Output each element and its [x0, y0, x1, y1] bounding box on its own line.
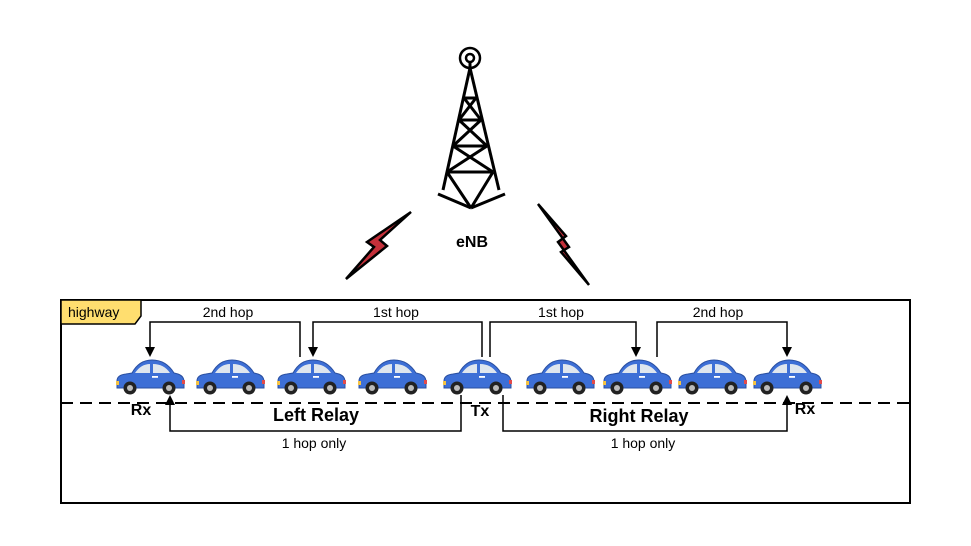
car — [525, 359, 596, 395]
car-rx-right — [752, 359, 823, 395]
hop-label: 1st hop — [538, 304, 584, 320]
direct-arrow-left — [165, 395, 462, 432]
car-rx-left — [115, 359, 186, 395]
direct-arrow-right — [502, 395, 792, 432]
car — [195, 359, 266, 395]
left-relay-label: Left Relay — [273, 405, 359, 425]
hop-arrow-right-2nd — [656, 321, 792, 357]
highway-frame — [60, 299, 911, 504]
right-relay-label: Right Relay — [589, 406, 688, 426]
car-right-relay-1 — [602, 359, 673, 395]
direct-label-right: 1 hop only — [611, 435, 676, 451]
hop-label: 2nd hop — [693, 304, 744, 320]
car — [357, 359, 428, 395]
hop-label: 1st hop — [373, 304, 419, 320]
car-tx — [442, 359, 513, 395]
hop-arrow-right-1st — [489, 321, 641, 357]
lightning-bolt-icon — [536, 203, 591, 286]
car-left-relay-1 — [276, 359, 347, 395]
lightning-bolt-icon — [345, 210, 412, 280]
rx-right-label: Rx — [795, 401, 816, 418]
highway-tag — [60, 299, 142, 325]
hop-label: 2nd hop — [203, 304, 254, 320]
tx-label: Tx — [471, 403, 490, 420]
hop-arrow-left-2nd — [145, 321, 301, 357]
cell-tower-icon — [437, 46, 506, 210]
enb-label: eNB — [456, 234, 488, 251]
hop-arrow-left-1st — [308, 321, 483, 357]
car — [677, 359, 748, 395]
highway-tag-label: highway — [68, 304, 119, 320]
rx-left-label: Rx — [131, 402, 152, 419]
direct-label-left: 1 hop only — [282, 435, 347, 451]
car-row — [115, 359, 823, 395]
